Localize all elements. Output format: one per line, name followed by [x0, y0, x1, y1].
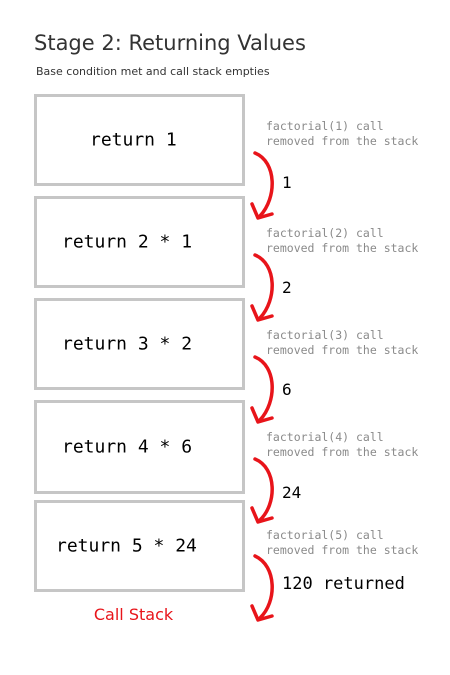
stack-frame-1: return 1 — [34, 94, 245, 186]
note-line-2: removed from the stack — [266, 134, 419, 148]
diagram-subtitle: Base condition met and call stack emptie… — [36, 65, 270, 78]
note-line-2: removed from the stack — [266, 343, 419, 357]
note-line-1: factorial(4) call — [266, 430, 384, 444]
arrowhead-4 — [250, 506, 274, 524]
note-line-1: factorial(2) call — [266, 226, 384, 240]
arrowhead-3 — [250, 406, 274, 424]
return-value-3: 6 — [282, 380, 292, 399]
removal-note-1: factorial(1) call removed from the stack — [266, 119, 418, 149]
return-arrow-1 — [253, 151, 274, 218]
return-arrow-2 — [253, 253, 274, 320]
return-value-2: 2 — [282, 278, 292, 297]
note-line-2: removed from the stack — [266, 445, 419, 459]
frame-code: return 2 * 1 — [62, 231, 193, 253]
note-line-2: removed from the stack — [266, 241, 419, 255]
call-stack-label: Call Stack — [93, 605, 174, 624]
return-arrow-final — [253, 554, 274, 620]
return-value-final: 120 returned — [282, 574, 405, 594]
frame-code: return 4 * 6 — [62, 436, 193, 458]
removal-note-5: factorial(5) call removed from the stack — [266, 528, 418, 558]
frame-code: return 5 * 24 — [56, 535, 197, 557]
return-value-1: 1 — [282, 173, 292, 192]
arrow-group — [250, 151, 274, 622]
stack-frame-3: return 3 * 2 — [34, 298, 245, 390]
diagram-title: Stage 2: Returning Values — [34, 31, 306, 55]
stack-frame-5: return 5 * 24 — [34, 500, 245, 592]
removal-note-3: factorial(3) call removed from the stack — [266, 328, 418, 358]
note-line-1: factorial(5) call — [266, 528, 384, 542]
note-line-1: factorial(1) call — [266, 119, 384, 133]
note-line-2: removed from the stack — [266, 543, 419, 557]
arrowhead-2 — [250, 304, 274, 322]
removal-note-4: factorial(4) call removed from the stack — [266, 430, 418, 460]
return-value-4: 24 — [282, 483, 302, 502]
return-arrow-3 — [253, 355, 274, 422]
removal-note-2: factorial(2) call removed from the stack — [266, 226, 418, 256]
stack-frame-2: return 2 * 1 — [34, 196, 245, 288]
return-arrow-4 — [253, 457, 274, 522]
frame-code: return 3 * 2 — [62, 333, 193, 355]
note-line-1: factorial(3) call — [266, 328, 384, 342]
stack-frame-4: return 4 * 6 — [34, 400, 245, 494]
frame-code: return 1 — [90, 129, 177, 151]
arrowhead-final — [250, 604, 274, 622]
arrowhead-1 — [250, 202, 274, 220]
